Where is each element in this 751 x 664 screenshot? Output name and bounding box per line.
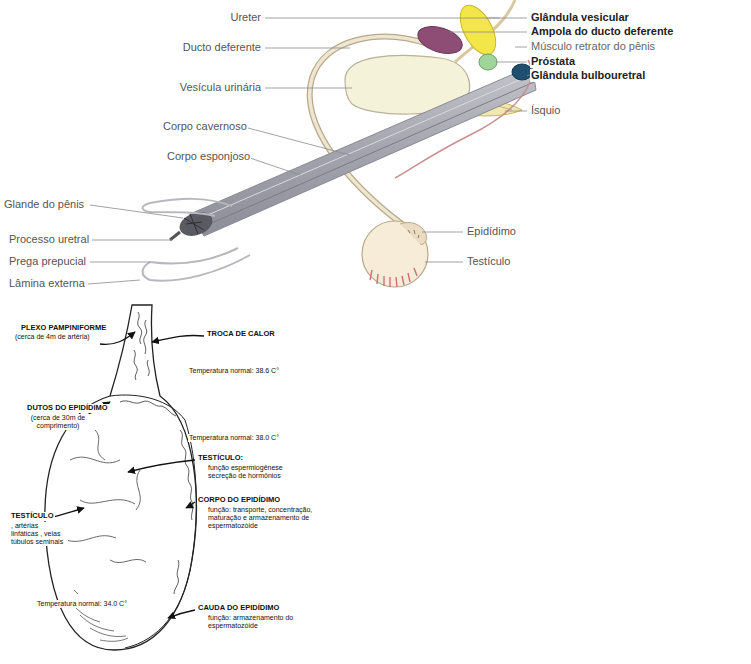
illustration-part — [505, 111, 527, 112]
part-label: Processo uretral — [8, 233, 90, 246]
illustration-part — [408, 230, 419, 238]
annotation-text: TESTÍCULO — [10, 512, 55, 521]
illustration-part — [150, 248, 238, 263]
illustration-part — [120, 401, 193, 594]
illustration-part — [414, 21, 465, 58]
illustration-part — [194, 74, 533, 221]
part-label: Lâmina externa — [8, 277, 86, 290]
annotation-text: CORPO DO EPIDÍDIMO — [197, 496, 281, 505]
annotation-text: função espermiogênese secreção de hormôn… — [207, 464, 297, 480]
part-label: Glande do pênis — [3, 198, 85, 211]
part-label: Ísquio — [530, 104, 561, 117]
illustration-part — [400, 222, 427, 244]
leader-lines — [88, 18, 532, 284]
illustration-part — [45, 305, 196, 650]
annotation-text: (cerca de 4m de artéria) — [14, 333, 91, 341]
annotation-text: PLEXO PAMPINIFORME — [20, 324, 107, 333]
pointer-arrows — [48, 332, 204, 618]
illustration-part — [370, 268, 417, 287]
illustration-part — [512, 64, 532, 80]
illustration-part — [90, 205, 183, 218]
annotation-text: TROCA DE CALOR — [206, 330, 276, 339]
reproductive-tract — [88, 0, 536, 287]
part-label: Corpo esponjoso — [166, 150, 251, 163]
illustration-part — [453, 0, 503, 60]
annotation-text: Temperatura normal: 38.0 C° — [188, 434, 280, 442]
part-label: Glândula vesicular — [530, 11, 630, 24]
annotation-text: TESTÍCULO: — [197, 454, 244, 463]
part-label: Glândula bulbouretral — [530, 69, 646, 82]
illustration-part — [100, 332, 135, 344]
illustration-part — [395, 60, 531, 178]
testis-schema — [45, 305, 204, 650]
annotation-text: Temperatura normal: 38.6 C° — [188, 367, 280, 375]
annotation-text: (cerca de 30m de comprimento) — [26, 414, 90, 430]
illustration-part — [265, 48, 350, 49]
part-label: Testículo — [466, 255, 511, 268]
illustration-part — [70, 590, 128, 641]
part-label: Próstata — [530, 55, 576, 68]
illustration-part — [184, 214, 204, 234]
part-label: Corpo cavernoso — [162, 120, 248, 133]
illustration-part — [90, 262, 150, 263]
annotation-text: DUTOS DO EPIDÍDIMO — [26, 404, 109, 413]
illustration-part — [134, 312, 149, 380]
annotation-text: função: armazenamento do espermatozóide — [207, 614, 309, 630]
part-label: Ampola do ducto deferente — [530, 25, 674, 38]
illustration-part — [92, 240, 172, 241]
part-label: Músculo retrator do pênis — [530, 40, 656, 53]
annotation-text: , artérias linfáticas , veias túbulos se… — [10, 522, 68, 546]
illustration-part — [496, 62, 527, 63]
part-label: Prega prepucial — [8, 255, 87, 268]
annotation-text: Temperatura normal: 34.0 C° — [36, 600, 128, 608]
illustration-part — [265, 18, 500, 19]
illustration-part — [515, 47, 527, 48]
illustration-part — [362, 221, 428, 287]
illustration-part — [486, 18, 527, 19]
illustration-part — [479, 54, 497, 70]
illustration-part — [250, 158, 300, 175]
illustration-part — [450, 32, 527, 33]
illustration-part — [66, 430, 146, 563]
illustration-part — [110, 395, 196, 648]
illustration-part — [422, 232, 463, 233]
part-label: Epidídimo — [466, 225, 517, 238]
part-label: Ureter — [229, 11, 262, 24]
part-label: Ducto deferente — [182, 41, 262, 54]
annotation-text: função: transporte, concentração, matura… — [207, 506, 321, 530]
illustration-part — [186, 502, 195, 508]
illustration-part — [152, 335, 204, 342]
illustration-part — [248, 128, 350, 155]
illustration-part — [168, 610, 195, 618]
illustration-part — [88, 280, 140, 284]
annotation-text: CAUDA DO EPIDÍDIMO — [197, 604, 280, 613]
illustration-part — [170, 232, 180, 240]
illustration-part — [150, 199, 232, 206]
illustration-part — [265, 88, 352, 89]
illustration-part — [425, 262, 463, 263]
illustration-part — [128, 460, 195, 472]
part-label: Vesícula urinária — [179, 81, 262, 94]
illustration-part — [143, 255, 251, 281]
